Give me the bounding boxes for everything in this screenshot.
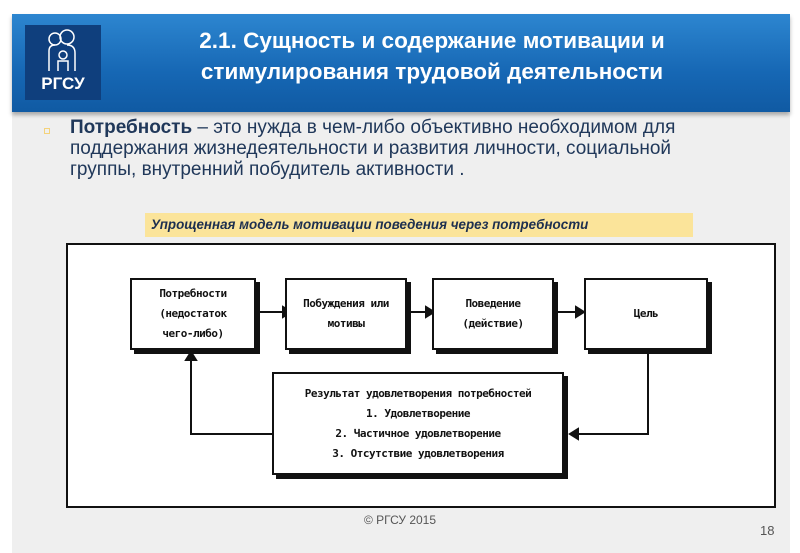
result-item: 1. Удовлетворение <box>365 406 471 420</box>
result-item: 3. Отсутствие удовлетворения <box>332 446 504 460</box>
definition-term: Потребность <box>70 117 193 138</box>
title-line-1: 2.1. Сущность и содержание мотивации и <box>199 28 665 53</box>
arrow-icon <box>184 350 198 361</box>
definition-text: Потребность – это нужда в чем-либо объек… <box>70 117 710 180</box>
box-line: мотивы <box>327 317 365 330</box>
slide-header <box>12 14 790 112</box>
box-needs: Потребности (недостаток чего-либо) <box>130 278 256 350</box>
motivation-diagram: Потребности (недостаток чего-либо) Побуж… <box>66 243 776 508</box>
arrow-icon <box>425 305 436 319</box>
page-title: 2.1. Сущность и содержание мотивации и с… <box>112 25 752 87</box>
rgsu-logo: РГСУ <box>25 25 101 100</box>
box-goal: Цель <box>584 278 708 350</box>
result-item: 2. Частичное удовлетворение <box>335 426 501 440</box>
box-line: Поведение <box>465 297 521 310</box>
box-line: Побуждения или <box>303 297 389 310</box>
logo-text: РГСУ <box>41 74 85 93</box>
box-motives: Побуждения или мотивы <box>285 278 407 350</box>
family-logo-icon <box>48 29 76 71</box>
arrow-icon <box>568 427 579 441</box>
bullet-icon <box>44 128 50 134</box>
box-line: Потребности <box>159 287 227 300</box>
title-line-2: стимулирования трудовой деятельности <box>200 59 664 84</box>
box-line: чего-либо) <box>162 327 224 340</box>
definition-body: – это нужда в чем-либо объективно необхо… <box>70 117 676 180</box>
box-line: Цель <box>633 307 659 320</box>
box-result: Результат удовлетворения потребностей 1.… <box>272 372 564 475</box>
arrow-icon <box>575 305 586 319</box>
box-line: (недостаток <box>159 307 227 320</box>
box-behavior: Поведение (действие) <box>432 278 554 350</box>
page-number: 18 <box>760 523 775 538</box>
diagram-caption: Упрощенная модель мотивации поведения че… <box>145 213 693 237</box>
result-title: Результат удовлетворения потребностей <box>304 386 532 400</box>
copyright: © РГСУ 2015 <box>363 513 437 527</box>
box-line: (действие) <box>462 317 524 330</box>
